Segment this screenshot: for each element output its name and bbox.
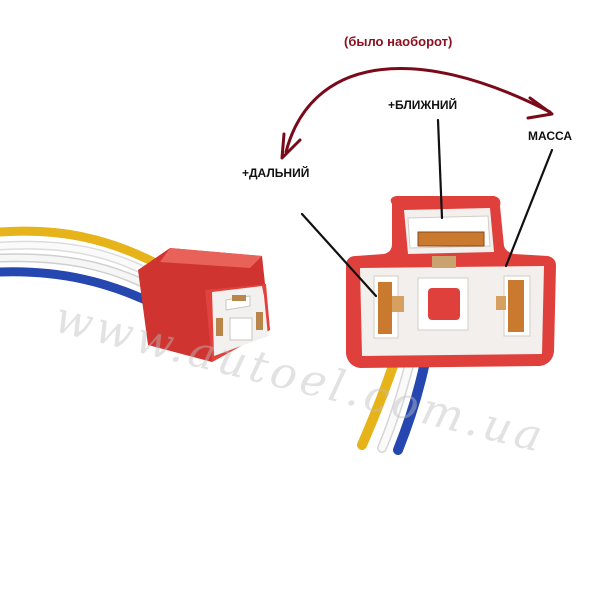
pointer-lines xyxy=(300,118,554,298)
arrowhead-left-icon xyxy=(280,132,302,160)
large-connector xyxy=(346,196,556,368)
near-pointer xyxy=(436,118,444,220)
far-pointer xyxy=(300,212,378,298)
high-beam-label: +ДАЛЬНИЙ xyxy=(242,166,310,180)
swap-arrow xyxy=(280,66,554,160)
ground-label: МАССА xyxy=(528,129,573,143)
low-beam-label: +БЛИЖНИЙ xyxy=(388,98,458,112)
arrowhead-right-icon xyxy=(526,96,554,120)
mass-pointer xyxy=(504,148,554,268)
small-connector xyxy=(138,248,270,362)
swap-note-label: (было наоборот) xyxy=(344,34,453,49)
right-wires xyxy=(357,355,430,455)
